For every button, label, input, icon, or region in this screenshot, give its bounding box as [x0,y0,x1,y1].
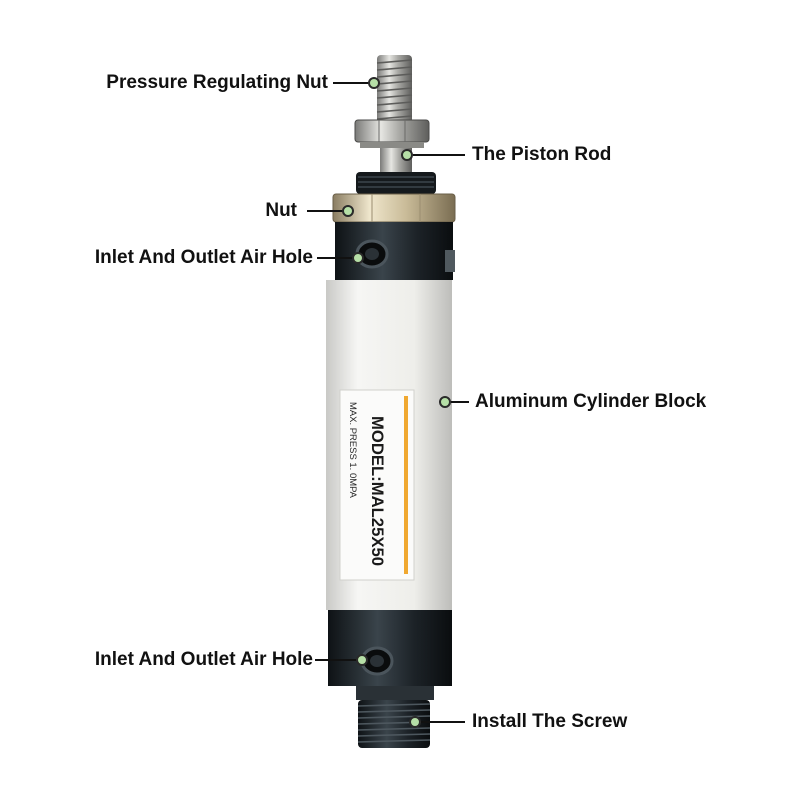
bottom-end-cap [328,610,452,686]
top-end-cap [335,222,455,280]
marker-dot-cylinder-block [439,396,451,408]
leader-line-cylinder-block [451,401,469,403]
callout-air-hole-bottom: Inlet And Outlet Air Hole [94,649,313,670]
pressure-regulating-nut-shape [354,119,430,148]
label-pressure-text: MAX. PRESS 1. 0MPA [348,402,358,498]
callout-cylinder-block: Aluminum Cylinder Block [475,391,707,412]
threaded-stud [376,55,413,125]
marker-dot-nut [342,205,354,217]
leader-line-piston-rod [413,154,465,156]
marker-dot-air-hole-bottom [356,654,368,666]
leader-line-install-screw [421,721,465,723]
marker-dot-install-screw [409,716,421,728]
callout-install-screw: Install The Screw [472,711,628,732]
leader-line-pressure-nut [333,82,369,84]
product-label: MODEL:MAL25X50 MAX. PRESS 1. 0MPA [339,389,415,581]
label-model-text: MODEL:MAL25X50 [368,416,387,566]
gland-thread-ring [356,172,436,194]
leader-line-nut [307,210,343,212]
callout-piston-rod: The Piston Rod [472,144,612,165]
marker-dot-pressure-nut [368,77,380,89]
callout-nut: Nut [265,200,297,221]
callout-pressure-regulating-nut: Pressure Regulating Nut [106,72,328,93]
marker-dot-piston-rod [401,149,413,161]
marker-dot-air-hole-top [352,252,364,264]
leader-line-air-hole-bottom [315,659,357,661]
install-screw-shape [356,686,434,748]
callout-air-hole-top: Inlet And Outlet Air Hole [94,247,313,268]
leader-line-air-hole-top [317,257,353,259]
